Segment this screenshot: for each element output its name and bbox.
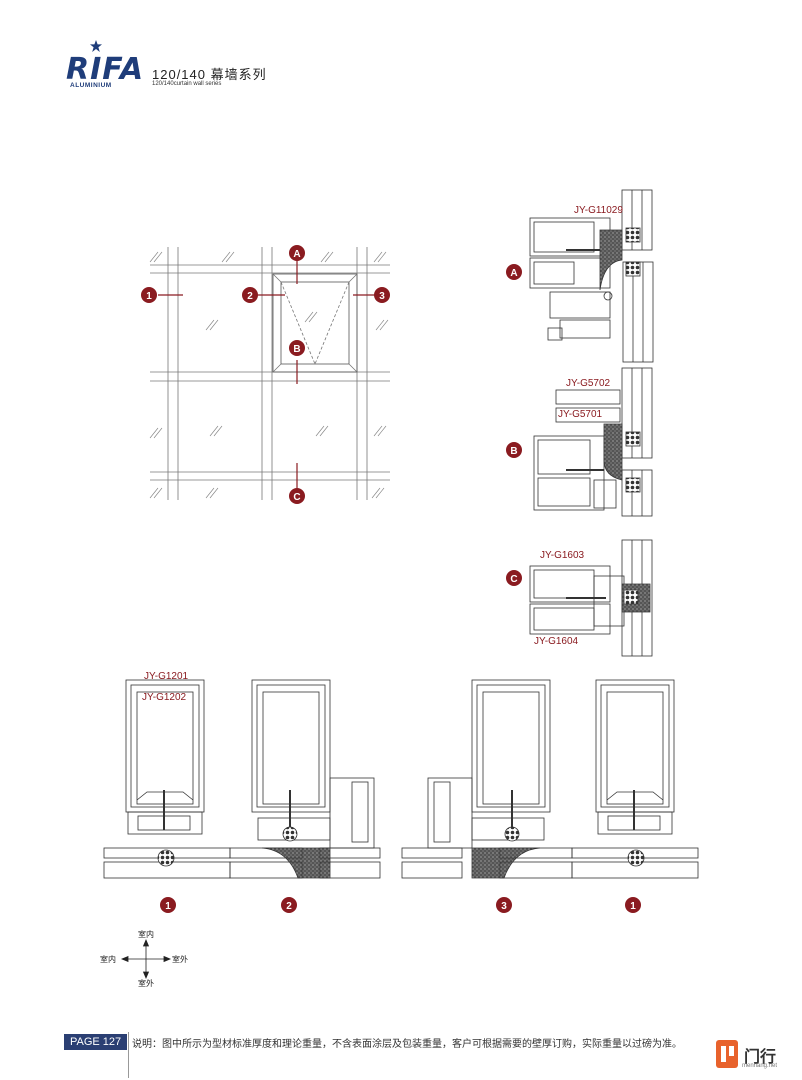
marker-1-plan-right <box>625 897 641 913</box>
profile-label-c-top: JY-G1603 <box>540 550 585 561</box>
direction-label-right: 室外 <box>172 955 188 964</box>
marker-3-elev <box>374 287 390 303</box>
marker-a-section <box>506 264 522 280</box>
plan-section-2 <box>229 679 381 879</box>
marker-a-elev <box>289 245 305 261</box>
elevation-grid <box>150 247 390 500</box>
plan-section-3 <box>401 679 573 879</box>
profile-label-c-bottom: JY-G1604 <box>534 636 579 647</box>
profile-label-v-outer: JY-G1201 <box>144 671 189 682</box>
direction-label-top: 室内 <box>138 930 154 939</box>
section-a-detail <box>529 189 654 363</box>
page-number-badge: PAGE 127 <box>64 1034 128 1050</box>
marker-1-plan-left <box>160 897 176 913</box>
logo-wordmark: RIFA <box>66 52 145 87</box>
plan-section-1-left <box>103 679 231 879</box>
watermark-logo <box>716 1040 738 1068</box>
marker-label: A <box>510 268 517 279</box>
marker-label: A <box>293 249 300 260</box>
direction-label-bottom: 室外 <box>138 979 154 988</box>
marker-label: 1 <box>165 901 171 912</box>
marker-label: 2 <box>247 291 253 302</box>
glass-marks <box>149 251 389 499</box>
watermark-url: menhang.net <box>742 1063 778 1069</box>
marker-label: 1 <box>146 291 152 302</box>
direction-arrows <box>120 938 172 980</box>
logo <box>60 40 150 90</box>
section-cut-lines <box>158 258 378 488</box>
marker-b-section <box>506 442 522 458</box>
marker-label: 2 <box>286 901 292 912</box>
section-b-detail <box>533 367 653 517</box>
logo-star-icon <box>90 40 102 52</box>
profile-label-v-inner: JY-G1202 <box>142 692 187 703</box>
plan-section-1-right <box>571 679 699 879</box>
page-subtitle: 120/140curtain wall series <box>152 81 222 87</box>
profile-label-b-mid: JY-G5701 <box>558 409 603 420</box>
footnote: 说明：图中所示为型材标准厚度和理论重量，不含表面涂层及包装重量，客户可根据需要的… <box>132 1039 682 1050</box>
marker-label: C <box>510 574 517 585</box>
marker-label: C <box>293 492 300 503</box>
marker-label: B <box>510 446 517 457</box>
footer-divider <box>128 1032 129 1078</box>
marker-3-plan <box>496 897 512 913</box>
section-c-detail <box>529 539 653 657</box>
marker-label: 3 <box>501 901 507 912</box>
marker-label: 3 <box>379 291 385 302</box>
marker-label: B <box>293 344 300 355</box>
profile-label-b-top: JY-G5702 <box>566 378 611 389</box>
marker-2-plan <box>281 897 297 913</box>
profile-label-a-top: JY-G11029 <box>574 205 623 216</box>
marker-c-section <box>506 570 522 586</box>
page-title: 120/140 幕墙系列 <box>152 67 267 82</box>
direction-label-left: 室内 <box>100 955 116 964</box>
marker-b-elev <box>289 340 305 356</box>
watermark-text: 门行 <box>744 1049 777 1066</box>
marker-c-elev <box>289 488 305 504</box>
logo-subtext: ALUMINIUM <box>70 82 112 89</box>
marker-1-elev <box>141 287 157 303</box>
section-markers <box>141 245 641 913</box>
marker-2-elev <box>242 287 258 303</box>
marker-label: 1 <box>630 901 636 912</box>
